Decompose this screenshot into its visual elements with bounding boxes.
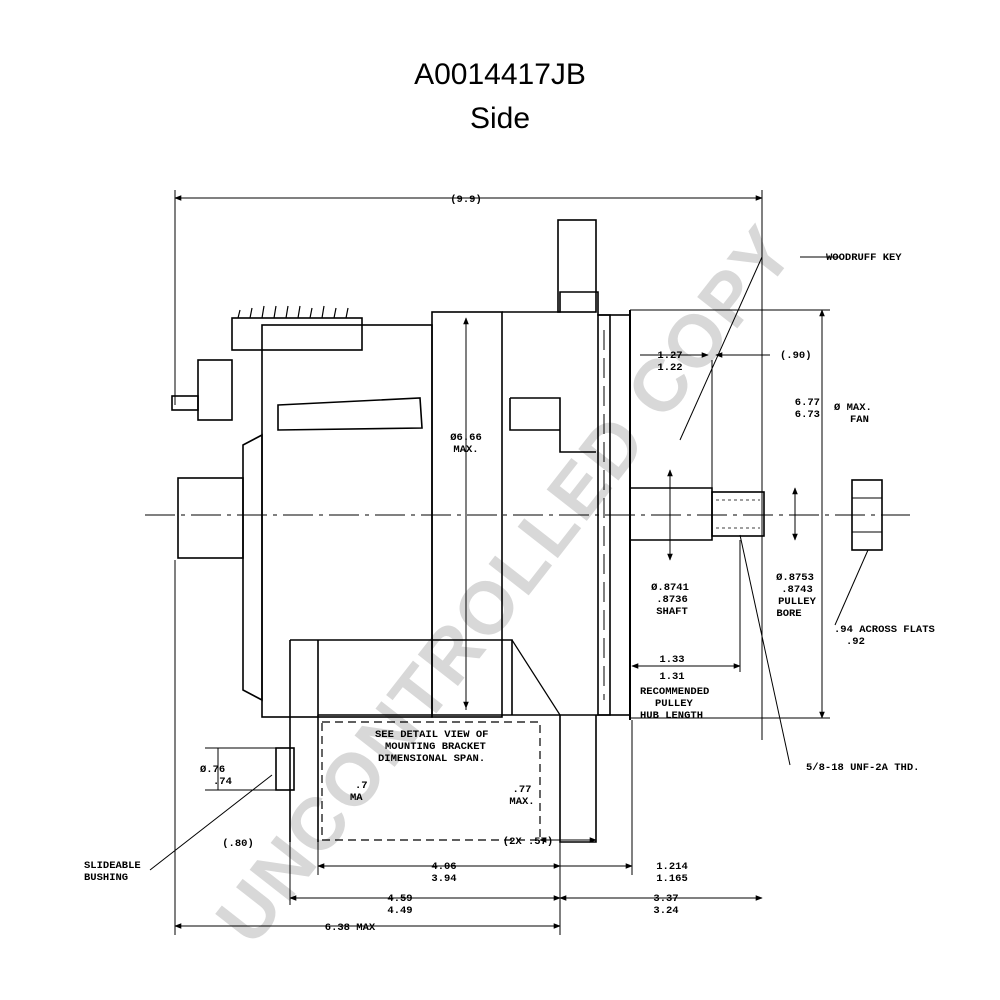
detail-dim-a-max: MA: [350, 792, 363, 804]
hub-bottom: 1.31: [659, 671, 684, 683]
cooling-fins: [237, 305, 349, 319]
shaft: [630, 487, 713, 541]
detail-dim-b: .77: [513, 784, 532, 796]
hub-label-2: PULLEY: [655, 698, 694, 710]
bushing-label-2: BUSHING: [84, 872, 128, 884]
shaft-dia-bottom: .8736: [656, 594, 688, 606]
detail-view-box: [321, 721, 541, 841]
bore-label-2: BORE: [776, 608, 801, 620]
detail-dim-b-max: MAX.: [509, 796, 534, 808]
regulator-block: [231, 317, 363, 351]
hub-label-1: RECOMMENDED: [640, 686, 709, 698]
body-dia-label: Ø6.66: [450, 432, 482, 444]
terminal-stud-block: [197, 359, 233, 421]
flange-width-label: (2X .57): [503, 836, 553, 848]
pulley-offset-top: 1.27: [657, 350, 682, 362]
slideable-bushing: [275, 747, 295, 791]
shaft-label: SHAFT: [656, 606, 688, 618]
fan-dia-bottom: 6.73: [795, 409, 820, 421]
fan-max-label: Ø MAX.: [834, 402, 872, 414]
bore-dia-bottom: .8743: [781, 584, 813, 596]
upper-mounting-ear: [557, 219, 597, 313]
outer-span-top: 4.59: [387, 893, 412, 905]
flats-top: .94 ACROSS FLATS: [834, 624, 935, 636]
mounting-ear: [277, 397, 423, 431]
inner-span-bottom: 3.94: [431, 873, 456, 885]
view-subtitle: Side: [469, 102, 531, 135]
rear-max-label: 6.38 MAX: [325, 922, 376, 934]
pulley-offset-bottom: 1.22: [657, 362, 682, 374]
bushing-offset-label: (.80): [222, 838, 254, 850]
dimension-labels: (9.9) WOODRUFF KEY 1.27 1.22 (.90) 6.77 …: [84, 194, 935, 934]
shaft-nut: [851, 479, 883, 551]
shaft-ext-top: 3.37: [653, 893, 678, 905]
threaded-end: [711, 491, 765, 537]
front-housing-step: [509, 397, 596, 453]
rear-boss: [177, 477, 244, 559]
bushing-dia-bottom: .74: [213, 776, 232, 788]
flats-bottom: .92: [846, 636, 865, 648]
fan-dia-top: 6.77: [795, 397, 820, 409]
hub-label-3: HUB LENGTH: [640, 710, 703, 722]
fan-label: FAN: [850, 414, 869, 426]
detail-dim-a: .7: [355, 780, 368, 792]
hub-top: 1.33: [659, 654, 684, 666]
detail-note-3: DIMENSIONAL SPAN.: [378, 753, 485, 765]
overall-length-label: (9.9): [450, 194, 482, 206]
front-offset-top: 1.214: [656, 861, 688, 873]
woodruff-key-label: WOODRUFF KEY: [826, 252, 902, 264]
pulley-ref-label: (.90): [780, 350, 812, 362]
outer-span-bottom: 4.49: [387, 905, 412, 917]
woodruff-leader: [679, 256, 763, 441]
body-max-label: MAX.: [453, 444, 478, 456]
bushing-dia-top: Ø.76: [200, 764, 225, 776]
thread-label: 5/8-18 UNF-2A THD.: [806, 762, 919, 774]
inner-span-top: 4.06: [431, 861, 456, 873]
thread-leader: [739, 534, 791, 766]
terminal-stud: [171, 395, 199, 411]
front-offset-bottom: 1.165: [656, 873, 688, 885]
bore-label-1: PULLEY: [778, 596, 817, 608]
shaft-dia-top: Ø.8741: [651, 582, 689, 594]
detail-note-1: SEE DETAIL VIEW OF: [375, 729, 488, 741]
dimension-lines: [149, 190, 869, 935]
bushing-label-1: SLIDEABLE: [84, 860, 141, 872]
part-number-title: A0014417JB: [414, 58, 586, 91]
bushing-leader: [149, 774, 273, 871]
shaft-ext-bottom: 3.24: [653, 905, 678, 917]
flats-leader: [834, 549, 869, 626]
detail-note-2: MOUNTING BRACKET: [385, 741, 486, 753]
rear-cover: [242, 433, 263, 702]
stator-band: [431, 311, 503, 718]
bore-dia-top: Ø.8753: [776, 572, 814, 584]
